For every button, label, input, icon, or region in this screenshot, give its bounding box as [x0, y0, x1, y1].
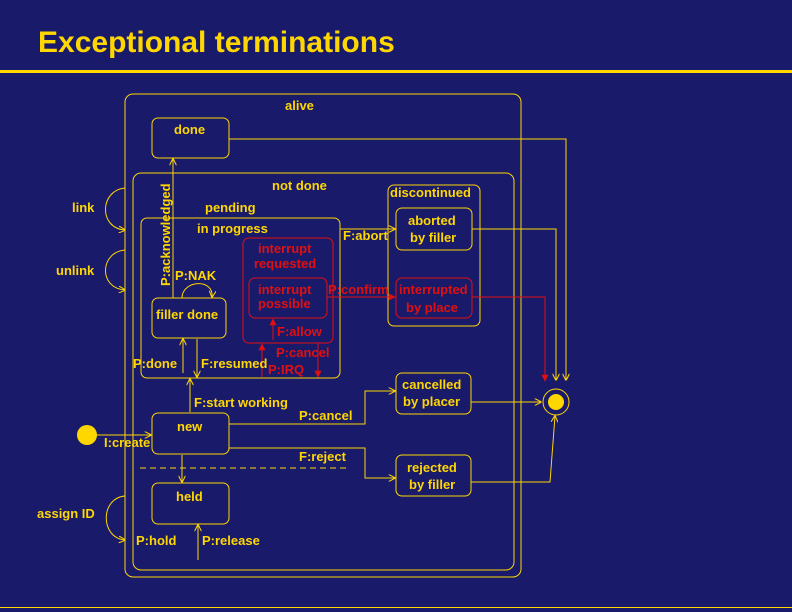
discontinued-state [387, 184, 481, 327]
alive-label: alive [285, 98, 314, 113]
p-release-label: P:release [202, 533, 260, 548]
slide-title: Exceptional terminations [38, 26, 395, 59]
f-allow-label: F:allow [277, 324, 323, 339]
p-hold-label: P:hold [136, 533, 176, 548]
nak-loop [181, 283, 212, 298]
cancelled-label-1: cancelled [402, 377, 461, 392]
new-state [151, 412, 230, 455]
rejected-label-1: rejected [407, 460, 457, 475]
interrupted-to-final [472, 296, 549, 382]
p-cancel-arrow [229, 391, 395, 425]
done-label: done [174, 122, 205, 137]
aborted-label-1: aborted [408, 213, 456, 228]
new-label: new [177, 419, 203, 434]
interrupt-requested-state [242, 237, 334, 344]
f-reject-arrow [229, 447, 395, 478]
create-label: I:create [104, 435, 150, 450]
interrupt-requested-label-1: interrupt [258, 241, 312, 256]
unlink-loop [105, 249, 125, 290]
bottom-rule [0, 607, 792, 608]
link-label: link [72, 200, 95, 215]
initial-state [77, 425, 97, 445]
aborted-label-2: by filler [410, 230, 456, 245]
interrupted-label-2: by place [406, 300, 458, 315]
p-cancel-irq-label: P:cancel [276, 345, 329, 360]
start-working-label: F:start working [194, 395, 288, 410]
p-done-label: P:done [133, 356, 177, 371]
final-state-dot [548, 394, 564, 410]
held-state [151, 482, 230, 525]
filler-done-state [151, 297, 227, 339]
discontinued-label: discontinued [390, 185, 471, 200]
interrupt-possible-label-1: interrupt [258, 282, 312, 297]
interrupted-by-place-state [395, 277, 473, 319]
p-cancel-label: P:cancel [299, 408, 352, 423]
p-confirm-label: P:confirm [328, 282, 389, 297]
interrupted-label-1: interrupted [399, 282, 468, 297]
interrupt-possible-state [248, 277, 328, 319]
f-resumed-label: F:resumed [201, 356, 268, 371]
cancelled-by-placer-state [395, 372, 472, 415]
link-loop [105, 187, 125, 230]
aborted-to-final [472, 228, 556, 380]
rejected-to-final [471, 416, 555, 483]
done-state [151, 117, 230, 159]
assign-id-loop [105, 495, 125, 540]
final-state-ring [542, 388, 570, 416]
assign-id-label: assign ID [37, 506, 95, 521]
f-abort-label: F:abort [343, 228, 388, 243]
in-progress-label: in progress [197, 221, 268, 236]
alive-state [124, 93, 522, 578]
not-done-label: not done [272, 178, 327, 193]
interrupt-possible-label-2: possible [258, 296, 311, 311]
done-to-final [229, 138, 566, 380]
held-label: held [176, 489, 203, 504]
filler-done-label: filler done [156, 307, 218, 322]
title-rule [0, 70, 792, 73]
acknowledged-label: P:acknowledged [158, 183, 173, 286]
not-done-state [132, 172, 515, 571]
cancelled-label-2: by placer [403, 394, 460, 409]
pending-state [140, 217, 341, 379]
p-irq-label: P:IRQ [268, 362, 304, 377]
interrupt-requested-label-2: requested [254, 256, 316, 271]
rejected-label-2: by filler [409, 477, 455, 492]
nak-label: P:NAK [175, 268, 217, 283]
f-reject-label: F:reject [299, 449, 347, 464]
rejected-by-filler-state [395, 454, 472, 497]
unlink-label: unlink [56, 263, 95, 278]
pending-label: pending [205, 200, 256, 215]
